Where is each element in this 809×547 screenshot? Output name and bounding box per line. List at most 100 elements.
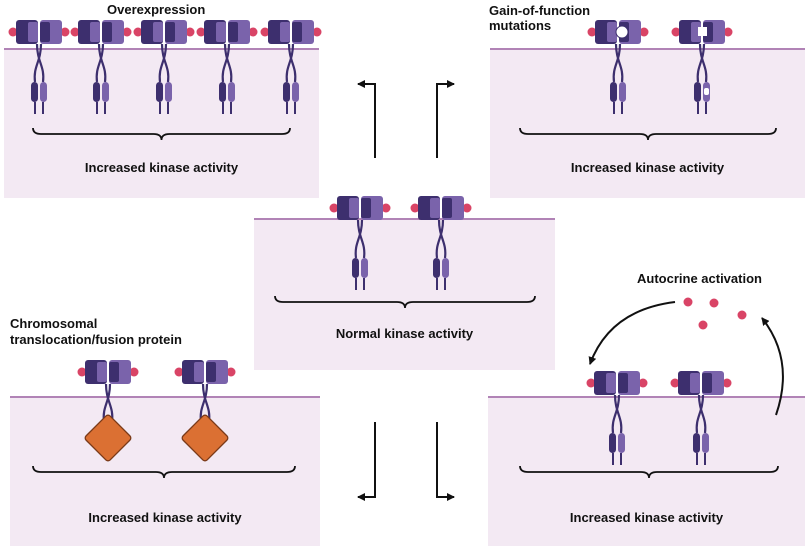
extracellular-domain: [153, 22, 163, 42]
transmembrane-helix: [356, 219, 366, 259]
normal-caption: Normal kinase activity: [335, 326, 474, 341]
transmembrane-helix: [611, 394, 621, 434]
ligand: [586, 378, 596, 388]
transmembrane-helix: [613, 394, 623, 434]
ligand: [410, 203, 420, 213]
transmembrane-helix: [287, 43, 297, 83]
arrow-to-overexpression: [357, 80, 376, 158]
ligand: [196, 27, 206, 37]
kinase-domain: [165, 82, 172, 102]
fusion-protein-domain: [84, 414, 132, 462]
transmembrane-helix: [221, 43, 231, 83]
receptor: [587, 20, 649, 114]
kinase-domain: [609, 433, 616, 453]
transmembrane-helix: [285, 43, 295, 83]
transmembrane-helix: [696, 43, 706, 83]
receptor: [174, 360, 236, 462]
ligand: [381, 203, 391, 213]
ligand: [260, 27, 270, 37]
transmembrane-helix: [354, 219, 364, 259]
kinase-domain: [31, 82, 38, 102]
extracellular-domain: [280, 22, 290, 42]
autocrine-panel: [488, 396, 805, 546]
mutation-marker: [698, 27, 707, 36]
kinase-domain: [40, 82, 47, 102]
ligand: [329, 203, 339, 213]
extracellular-domain: [690, 373, 700, 393]
transmembrane-helix: [695, 394, 705, 434]
arrow-to-autocrine: [436, 422, 455, 501]
transmembrane-helix: [95, 43, 105, 83]
receptor: [586, 371, 648, 465]
receptor: [410, 196, 472, 290]
ligand: [226, 367, 236, 377]
extracellular-domain: [606, 373, 616, 393]
extracellular-domain: [97, 362, 107, 382]
transmembrane-helix: [160, 43, 170, 83]
extracellular-domain: [349, 198, 359, 218]
transmembrane-helix: [158, 43, 168, 83]
fusion-title-line1: Chromosomal: [10, 316, 98, 331]
receptor: [329, 196, 391, 290]
normal-panel: [254, 218, 555, 370]
extracellular-domain: [102, 22, 112, 42]
kinase-domain: [433, 258, 440, 278]
receptor: [133, 20, 195, 114]
receptor: [8, 20, 70, 114]
receptor: [260, 20, 322, 114]
ligand: [312, 27, 322, 37]
extracellular-domain: [292, 22, 302, 42]
overexpression-title: Overexpression: [107, 2, 206, 17]
arrow-to-fusion: [357, 422, 376, 501]
extracellular-domain: [28, 22, 38, 42]
transmembrane-helix: [697, 394, 707, 434]
transmembrane-helix: [97, 43, 107, 83]
gain-of-function-title-line2: mutations: [489, 18, 552, 33]
ligand: [587, 27, 597, 37]
extracellular-domain: [430, 198, 440, 218]
fusion-title-line2: translocation/fusion protein: [10, 332, 182, 347]
kinase-domain: [228, 82, 235, 102]
receptor: [77, 360, 139, 462]
ligand: [77, 367, 87, 377]
ligand: [723, 27, 733, 37]
ligand: [60, 27, 70, 37]
ligand: [8, 27, 18, 37]
brace: [274, 295, 536, 309]
ligand: [462, 203, 472, 213]
transmembrane-helix: [435, 219, 445, 259]
kinase-domain: [361, 258, 368, 278]
free-ligand: [698, 320, 708, 330]
transmembrane-helix: [33, 43, 43, 83]
extracellular-domain: [618, 373, 628, 393]
ligand: [639, 27, 649, 37]
ligand: [638, 378, 648, 388]
gain-of-function-title-line1: Gain-of-function: [489, 3, 591, 18]
receptors-layer: [8, 20, 733, 465]
extracellular-domain: [90, 22, 100, 42]
extracellular-domain: [607, 22, 617, 42]
extracellular-domain: [216, 22, 226, 42]
autocrine-caption: Increased kinase activity: [569, 510, 724, 525]
brace: [519, 465, 779, 479]
ligand: [70, 27, 80, 37]
brace: [519, 127, 777, 141]
kinase-domain: [442, 258, 449, 278]
ligand: [133, 27, 143, 37]
extracellular-domain: [361, 198, 371, 218]
autocrine-title: Autocrine activation: [637, 271, 762, 286]
ligand: [122, 27, 132, 37]
ligand: [129, 367, 139, 377]
kinase-domain: [352, 258, 359, 278]
autocrine-curve-arrow-left: [588, 301, 676, 365]
transmembrane-helix: [698, 43, 708, 83]
extracellular-domain: [40, 22, 50, 42]
brace: [32, 465, 296, 479]
mutation-marker: [704, 88, 709, 95]
braces-layer: [32, 127, 779, 479]
kinase-domain: [283, 82, 290, 102]
gain-of-function-caption: Increased kinase activity: [570, 160, 725, 175]
ligand: [248, 27, 258, 37]
receptor: [671, 20, 733, 114]
